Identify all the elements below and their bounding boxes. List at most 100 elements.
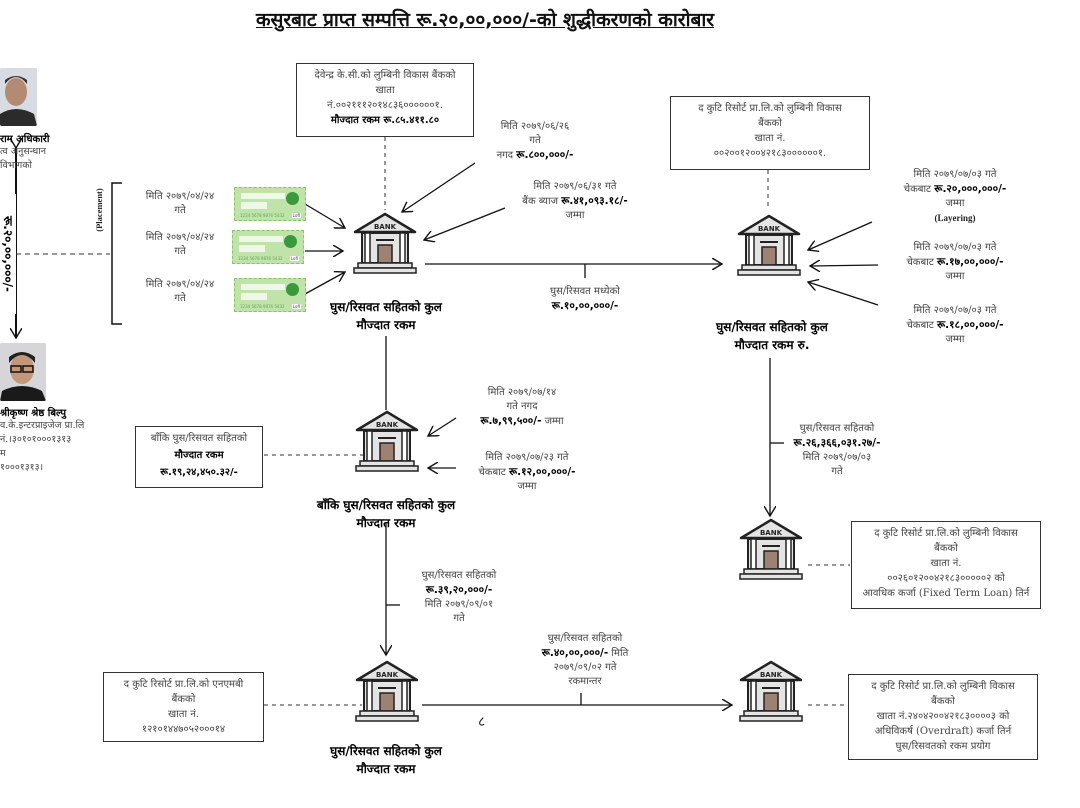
text-line: रू.८००,०००/- (516, 149, 574, 161)
text-line: अधिविकर्ष (Overdraft) कर्जा तिर्न (874, 726, 1012, 737)
bank-icon: BANK (738, 518, 804, 580)
text-line: गते (174, 205, 186, 216)
layering-deposit-3: मिति २०७९/०७/०३ गते चेकबाट रू.१८,००,०००/… (880, 304, 1030, 347)
layering-deposit-2: मिति २०७९/०७/०३ गते चेकबाट रू.१७,००,०००/… (880, 241, 1030, 284)
text-line: मिति २०७९/०७/०३ गते (913, 242, 997, 253)
text-line: घुस/रिसवत सहितको (421, 570, 497, 581)
text-line: रू.१७,००,०००/- (937, 256, 1004, 268)
page-title: कसुरबाट प्राप्त सम्पत्ति रू.२०,००,०००/-क… (255, 9, 715, 31)
text-line: जम्मा (945, 198, 965, 209)
text-line: बैंकको (171, 694, 196, 705)
text-line: नगद (496, 150, 514, 161)
page-number: ८ (478, 714, 486, 730)
transfer3-note: घुस/रिसवत सहितको रू.३९,२०,०००/- मिति २०७… (404, 569, 514, 626)
cheque-icon: 1234 5678 9876 5432 Lofl (234, 278, 306, 312)
interest-deposit-note: मिति २०७९/०६/३१ गते बैंक ब्याज रू.४१,०९३… (500, 180, 650, 223)
person-photo-2 (0, 343, 46, 401)
text-line: देवेन्द्र के.सी.को लुम्बिनी विकास बैंकको (314, 70, 456, 81)
text-line: 1234 5678 9876 5432 (240, 304, 285, 309)
bank-label: BANK (760, 529, 783, 537)
text-line: बैंकको (758, 118, 782, 129)
text-line: घुस/रिसवत सहितको (799, 423, 875, 434)
placement-bracket (111, 182, 122, 325)
text-line: घुस/रिसवत सहितको कुल (716, 320, 828, 334)
text-line: ००२००१२००४२१८३००००००१. (713, 148, 827, 159)
person-name: राम अधिकारी (0, 134, 50, 145)
text-line: गते नगद (506, 401, 538, 412)
text-line: रू.१२,००,०००/- (509, 466, 576, 478)
text-line: मिति (611, 648, 629, 659)
text-line: खाता नं.२४०४२००४२१८३००००३ को (876, 711, 1010, 722)
text-line: बाँकि घुस/रिसवत सहितको कुल (316, 498, 456, 512)
text-line: मिति २०७९/०७/०३ गते (913, 169, 997, 180)
text-line: बैंकको (931, 696, 955, 707)
text-line: ००२६०१२००४२१८३०००००२ को (887, 573, 1005, 584)
bank-icon: BANK (354, 410, 420, 472)
cash2-deposit-note: मिति २०७९/०७/१४ गते नगद रू.७,९९,५००/- जम… (462, 386, 582, 429)
person-photo-icon (0, 343, 46, 401)
text-line: खाता नं. (168, 709, 199, 720)
text-line: मिति २०७९/०४/२४ (145, 279, 215, 290)
person-detail: व.के.इन्टरप्राइजेज प्रा.लि (0, 420, 85, 431)
bank-label: BANK (374, 223, 397, 231)
arrow-layering-1 (808, 221, 873, 250)
text-line: जम्मा (544, 416, 564, 427)
bank-label: BANK (376, 421, 399, 429)
text-line: रू.२०,०००,०००/- (934, 183, 1007, 195)
text-line: घुस/रिसवत मध्येको (550, 286, 620, 297)
text-line: गते (174, 246, 186, 257)
text-line: जम्मा (945, 334, 965, 345)
text-line: मौज्दात रकम रु. (734, 338, 810, 352)
text-line: जम्मा (517, 481, 537, 492)
remaining-balance-box: बाँकि घुस/रिसवत सहितको मौज्दात रकम रू.१९… (135, 426, 263, 488)
text-line: रू.४०,००,०००/- (541, 647, 609, 659)
text-line: नं.००२१११२०१४८३६००००००१. (327, 100, 443, 111)
text-line: चेकबाट (906, 257, 934, 268)
text-line: मिति २०७९/०७/०३ (802, 452, 872, 463)
cash-deposit-note: मिति २०७९/०६/२६ गते नगद रू.८००,०००/- (480, 120, 590, 163)
text-line: चेकबाट (906, 320, 934, 331)
layering-deposit-1: मिति २०७९/०७/०३ गते चेकबाट रू.२०,०००,०००… (880, 168, 1030, 225)
text-line: मिति २०७९/०६/३१ गते (533, 181, 617, 192)
text-line: बाँकि घुस/रिसवत सहितको (150, 433, 248, 444)
person-detail: १०००१३१३। (0, 462, 44, 473)
arrow-cheque-1 (304, 203, 345, 228)
text-line: आवधिक कर्जा (Fixed Term Loan) तिर्न (862, 588, 1030, 599)
text-line: खाता (375, 85, 395, 96)
text-line: रू.३९,२०,०००/- (425, 584, 493, 596)
person-card-2: श्रीकृष्ण श्रेष्ठ बिल्पु व.के.इन्टरप्राइ… (0, 405, 84, 475)
text-line: घुस/रिसवतको रकम प्रयोग (895, 741, 991, 752)
text-line: Lofl (291, 213, 301, 218)
transfer1-note: घुस/रिसवत मध्येको रू.१०,००,०००/- (530, 285, 640, 314)
text-line: घुस/रिसवत सहितको कुल (330, 300, 442, 314)
text-line: खाता नं. (930, 558, 962, 569)
text-line: रू.१८,००,०००/- (937, 319, 1004, 331)
text-line: मिति २०७९/०७/०३ गते (913, 305, 997, 316)
text-line: २०७९/०९/०२ गते (553, 662, 617, 673)
devendra-account-box: देवेन्द्र के.सी.को लुम्बिनी विकास बैंकको… (296, 63, 474, 137)
bank-label: BANK (760, 671, 783, 679)
text-line: Lofl (291, 304, 301, 309)
cheque2-deposit-note: मिति २०७९/०७/२३ गते चेकबाट रू.१२,००,०००/… (462, 451, 592, 494)
nmb-account-box: द कुटि रिसोर्ट प्रा.लि.को एनएमबी बैंकको … (103, 672, 264, 742)
resort-account-box-2: द कुटि रिसोर्ट प्रा.लि.को लुम्बिनी विकास… (851, 521, 1041, 609)
person-detail: म (0, 448, 6, 459)
text-line: रू.२६,३६६,०३१.२७/- (793, 437, 881, 449)
text-line: मौज्दात रकम (174, 450, 224, 461)
bank-icon: BANK (736, 214, 802, 276)
person-detail: नं.।३०१०१०००१३१३ (0, 434, 72, 445)
text-line: मौज्दात रकम (356, 516, 416, 530)
text-line: मिति २०७९/०४/२४ (145, 232, 215, 243)
transfer2-note: घुस/रिसवत सहितको रू.२६,३६६,०३१.२७/- मिति… (782, 422, 892, 479)
bank-label: BANK (376, 671, 399, 679)
text-line: घुस/रिसवत सहितको (547, 633, 623, 644)
text-line: गते (529, 135, 541, 146)
transfer4-note: घुस/रिसवत सहितको रू.४०,००,०००/- मिति २०७… (525, 632, 645, 689)
text-line: घुस/रिसवत सहितको कुल (330, 744, 442, 758)
